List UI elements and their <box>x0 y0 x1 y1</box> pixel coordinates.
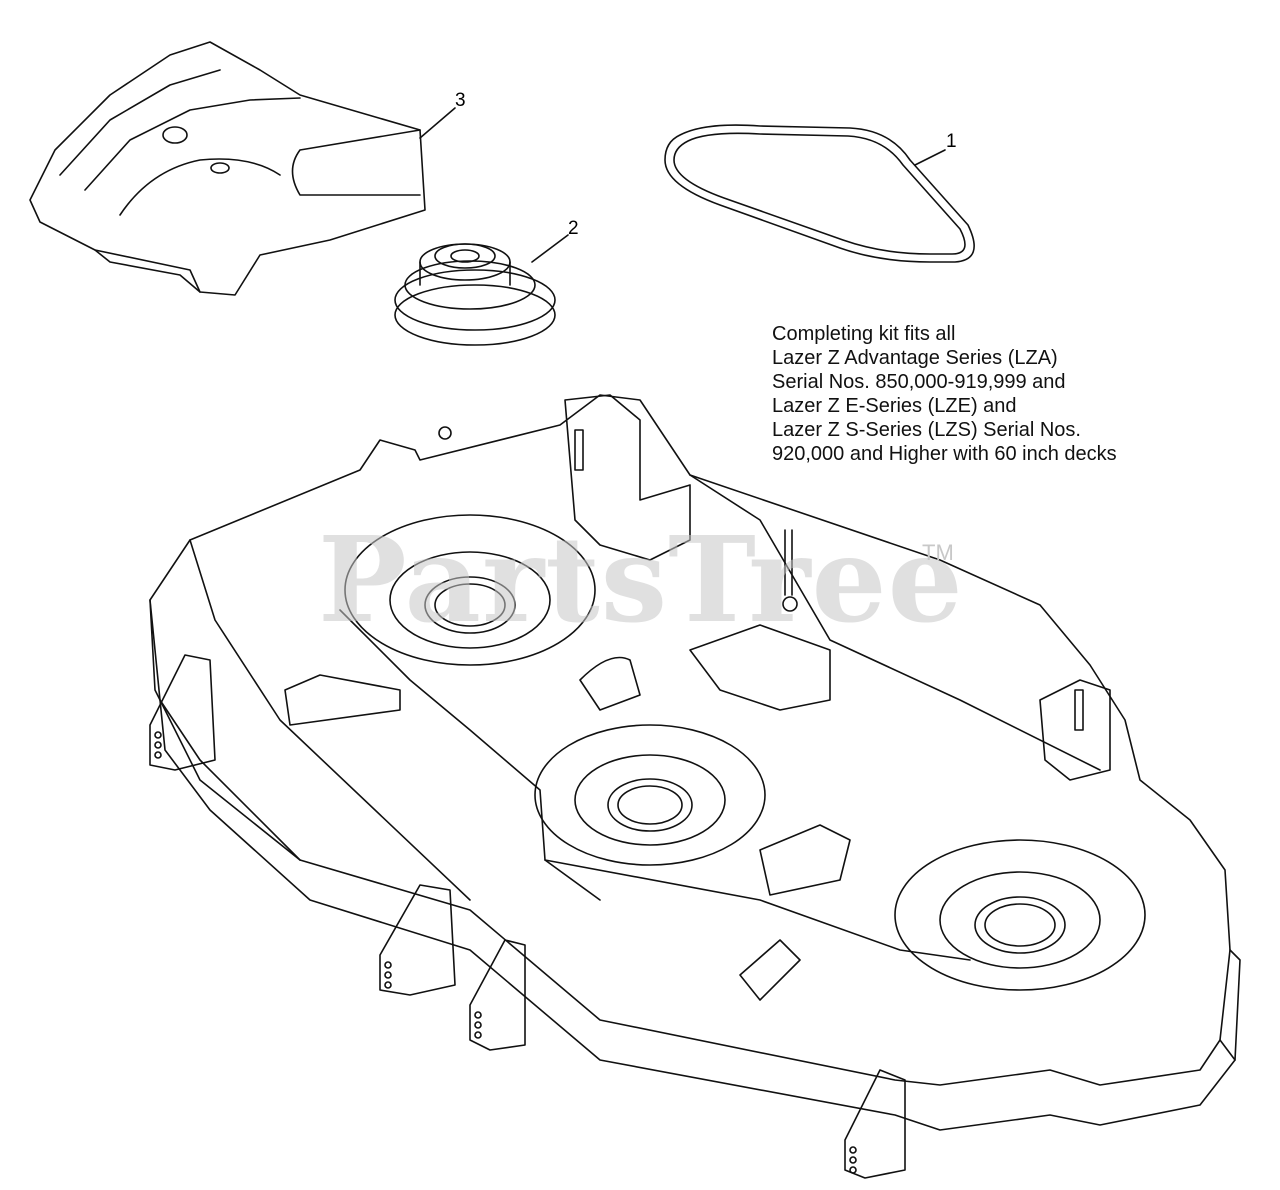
mower-deck-part <box>149 394 1241 1179</box>
watermark-text: PartsTree <box>318 510 964 649</box>
callout-number-1: 1 <box>946 131 957 152</box>
note-line: Lazer Z S-Series (LZS) Serial Nos. <box>772 419 1081 441</box>
callout-leader-1 <box>914 149 946 166</box>
spindle-plate-left <box>344 514 596 666</box>
callout-number-2: 2 <box>568 218 579 239</box>
callout-leader-3 <box>419 107 456 139</box>
callout-number-3: 3 <box>455 90 466 111</box>
note-line: Lazer Z E-Series (LZE) and <box>772 395 1017 417</box>
note-line: 920,000 and Higher with 60 inch decks <box>772 443 1117 465</box>
spindle-plate-right <box>894 839 1146 991</box>
watermark-trademark: TM <box>922 540 954 565</box>
compatibility-note: Completing kit fits all Lazer Z Advantag… <box>772 322 1117 466</box>
note-line: Serial Nos. 850,000-919,999 and <box>772 371 1066 393</box>
drive-belt-part <box>664 124 975 263</box>
callout-leader-2 <box>531 234 569 263</box>
note-line: Lazer Z Advantage Series (LZA) <box>772 347 1058 369</box>
note-line: Completing kit fits all <box>772 323 956 345</box>
belt-shield-part <box>29 41 426 296</box>
spindle-plate-center <box>534 724 766 866</box>
idler-pulley-part <box>394 243 556 346</box>
